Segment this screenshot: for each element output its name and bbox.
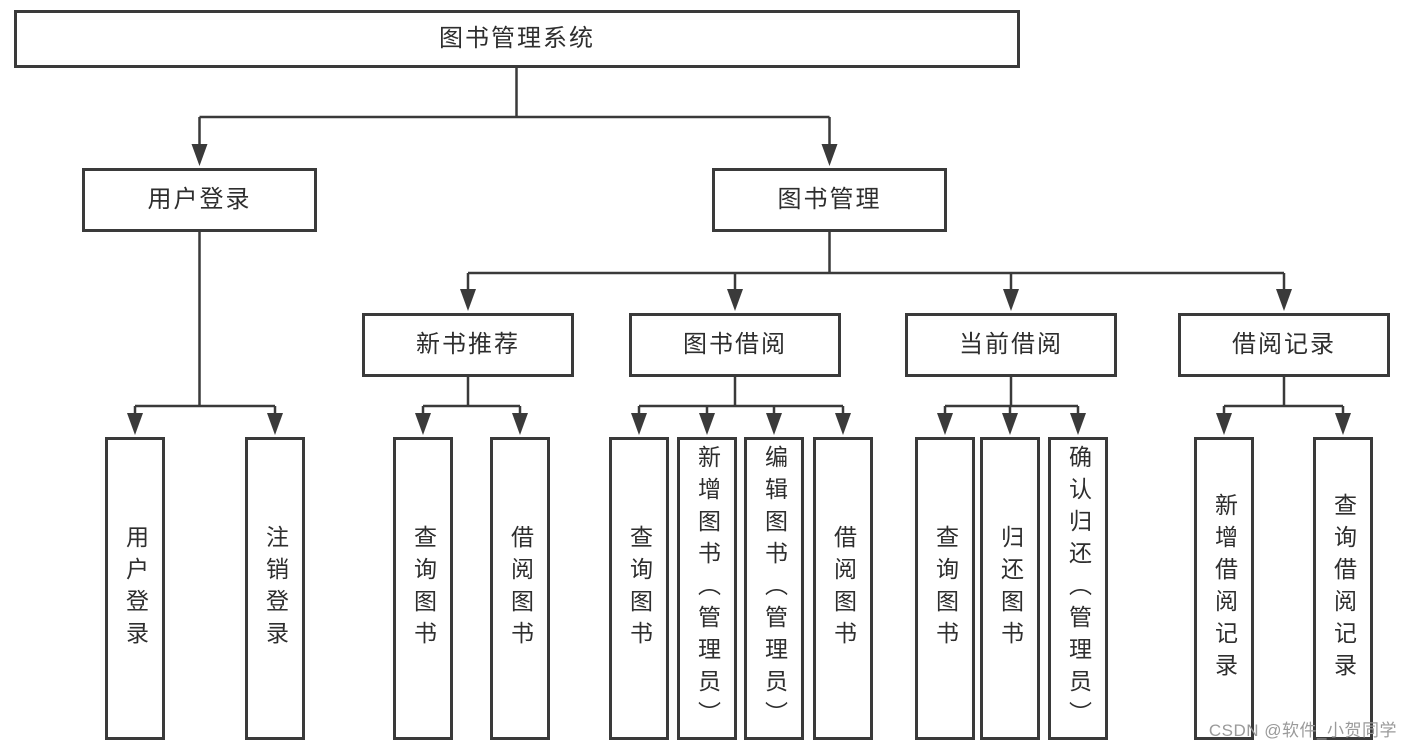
leaf-bb-borrow-books-label: 借阅图书 [830, 524, 857, 653]
csdn-watermark: CSDN @软件_小贺同学 [1208, 721, 1397, 740]
leaf-cb-query-books-label: 查询图书 [932, 524, 959, 653]
leaf-br-query-record-label: 查询借阅记录 [1330, 492, 1357, 685]
leaf-bb-add-books-admin: 新增图书（管理员） [677, 437, 737, 740]
leaf-bb-borrow-books: 借阅图书 [813, 437, 873, 740]
leaf-cb-query-books: 查询图书 [915, 437, 975, 740]
leaf-logout-label: 注销登录 [262, 524, 289, 653]
leaf-cb-confirm-return-admin-label: 确认归还（管理员） [1065, 444, 1092, 733]
leaf-br-add-record-label: 新增借阅记录 [1211, 492, 1238, 685]
node-borrowing-records: 借阅记录 [1178, 313, 1390, 377]
leaf-user-login: 用户登录 [105, 437, 165, 740]
leaf-logout: 注销登录 [245, 437, 305, 740]
leaf-cb-return-books: 归还图书 [980, 437, 1040, 740]
leaf-bb-edit-books-admin-label: 编辑图书（管理员） [761, 444, 788, 733]
leaf-bb-query-books: 查询图书 [609, 437, 669, 740]
node-book-borrowing: 图书借阅 [629, 313, 841, 377]
leaf-nbr-query-books: 查询图书 [393, 437, 453, 740]
node-book-borrowing-label: 图书借阅 [683, 330, 787, 358]
leaf-user-login-label: 用户登录 [122, 524, 149, 653]
leaf-cb-confirm-return-admin: 确认归还（管理员） [1048, 437, 1108, 740]
leaf-bb-query-books-label: 查询图书 [626, 524, 653, 653]
leaf-nbr-borrow-books-label: 借阅图书 [507, 524, 534, 653]
node-library-system: 图书管理系统 [14, 10, 1020, 68]
node-current-borrowing: 当前借阅 [905, 313, 1117, 377]
leaf-br-query-record: 查询借阅记录 [1313, 437, 1373, 740]
leaf-br-add-record: 新增借阅记录 [1194, 437, 1254, 740]
node-new-book-recommend-label: 新书推荐 [416, 330, 520, 358]
leaf-bb-add-books-admin-label: 新增图书（管理员） [694, 444, 721, 733]
leaf-bb-edit-books-admin: 编辑图书（管理员） [744, 437, 804, 740]
node-borrowing-records-label: 借阅记录 [1232, 330, 1336, 358]
node-library-system-label: 图书管理系统 [439, 24, 595, 52]
leaf-nbr-query-books-label: 查询图书 [410, 524, 437, 653]
node-new-book-recommend: 新书推荐 [362, 313, 574, 377]
node-book-management-label: 图书管理 [777, 185, 882, 213]
leaf-cb-return-books-label: 归还图书 [997, 524, 1024, 653]
node-user-login: 用户登录 [82, 168, 317, 232]
leaf-nbr-borrow-books: 借阅图书 [490, 437, 550, 740]
node-current-borrowing-label: 当前借阅 [959, 330, 1063, 358]
node-book-management: 图书管理 [712, 168, 947, 232]
node-user-login-label: 用户登录 [147, 185, 252, 213]
